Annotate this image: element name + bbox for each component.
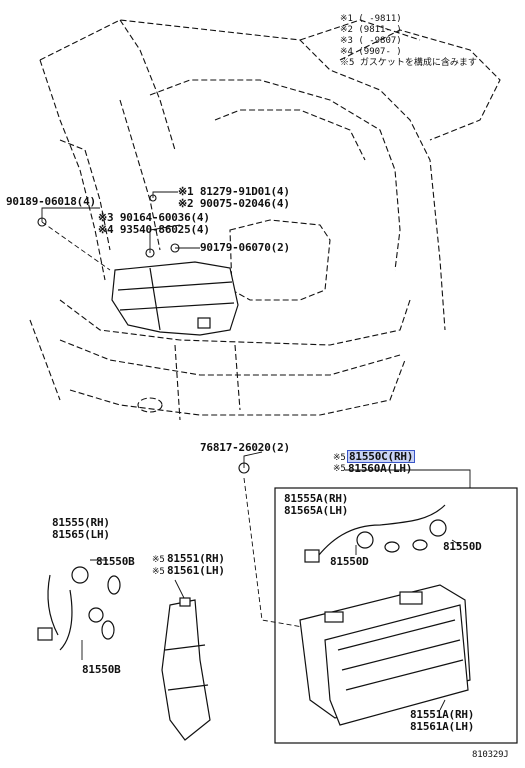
leader-lines xyxy=(41,191,471,711)
note-1: ※1 ( -9811) xyxy=(340,14,402,24)
vehicle-tail-lamp xyxy=(111,261,239,336)
lens-icon xyxy=(161,597,211,741)
note-3: ※3 ( -9807) xyxy=(340,36,402,46)
socket-wiring-icon xyxy=(304,504,447,563)
part-76817-26020[interactable]: 76817-26020(2) xyxy=(200,441,290,454)
vehicle-rear-body xyxy=(29,19,501,421)
part-81551a[interactable]: 81551A(RH) xyxy=(410,708,475,721)
part-81550b-bottom[interactable]: 81550B xyxy=(82,663,121,676)
part-81550d-left[interactable]: 81550D xyxy=(330,555,369,568)
part-81560a[interactable]: 81560A(LH) xyxy=(348,462,413,475)
part-81565[interactable]: 81565(LH) xyxy=(52,528,110,541)
note-mark-81551: ※5 xyxy=(152,555,165,565)
part-90179-06070[interactable]: 90179-06070(2) xyxy=(200,241,290,254)
part-81551[interactable]: 81551(RH) xyxy=(167,552,225,565)
part-81561a[interactable]: 81561A(LH) xyxy=(410,720,475,733)
harness-icon xyxy=(37,566,121,651)
fastener-icons xyxy=(37,194,250,474)
part-90189-06018[interactable]: 90189-06018(4) xyxy=(6,195,96,208)
exploded-view-frame xyxy=(274,487,518,744)
note-mark-81550c: ※5 xyxy=(333,453,346,463)
part-81555[interactable]: 81555(RH) xyxy=(52,516,110,529)
part-90075-02046[interactable]: ※2 90075-02046(4) xyxy=(178,197,290,210)
part-81550d-right[interactable]: 81550D xyxy=(443,540,482,553)
part-81550c[interactable]: 81550C(RH) xyxy=(347,450,416,463)
part-81561[interactable]: 81561(LH) xyxy=(167,564,225,577)
note-4: ※4 (9907- ) xyxy=(340,47,402,57)
part-81550b-top[interactable]: 81550B xyxy=(96,555,135,568)
diagram-id: 810329J xyxy=(472,750,509,760)
note-5: ※5 ガスケットを構成に含みます xyxy=(340,58,477,68)
part-81555a[interactable]: 81555A(RH) xyxy=(284,492,349,505)
part-90164-60036[interactable]: ※3 90164-60036(4) xyxy=(98,211,210,224)
part-81565a[interactable]: 81565A(LH) xyxy=(284,504,349,517)
part-93540-86025[interactable]: ※4 93540-86025(4) xyxy=(98,223,210,236)
part-81279-91d01[interactable]: ※1 81279-91D01(4) xyxy=(178,185,290,198)
note-mark-81561: ※5 xyxy=(152,567,165,577)
lens-assembly-icon xyxy=(299,584,471,726)
note-mark-81560a: ※5 xyxy=(333,464,346,474)
note-2: ※2 (9811- ) xyxy=(340,25,402,35)
